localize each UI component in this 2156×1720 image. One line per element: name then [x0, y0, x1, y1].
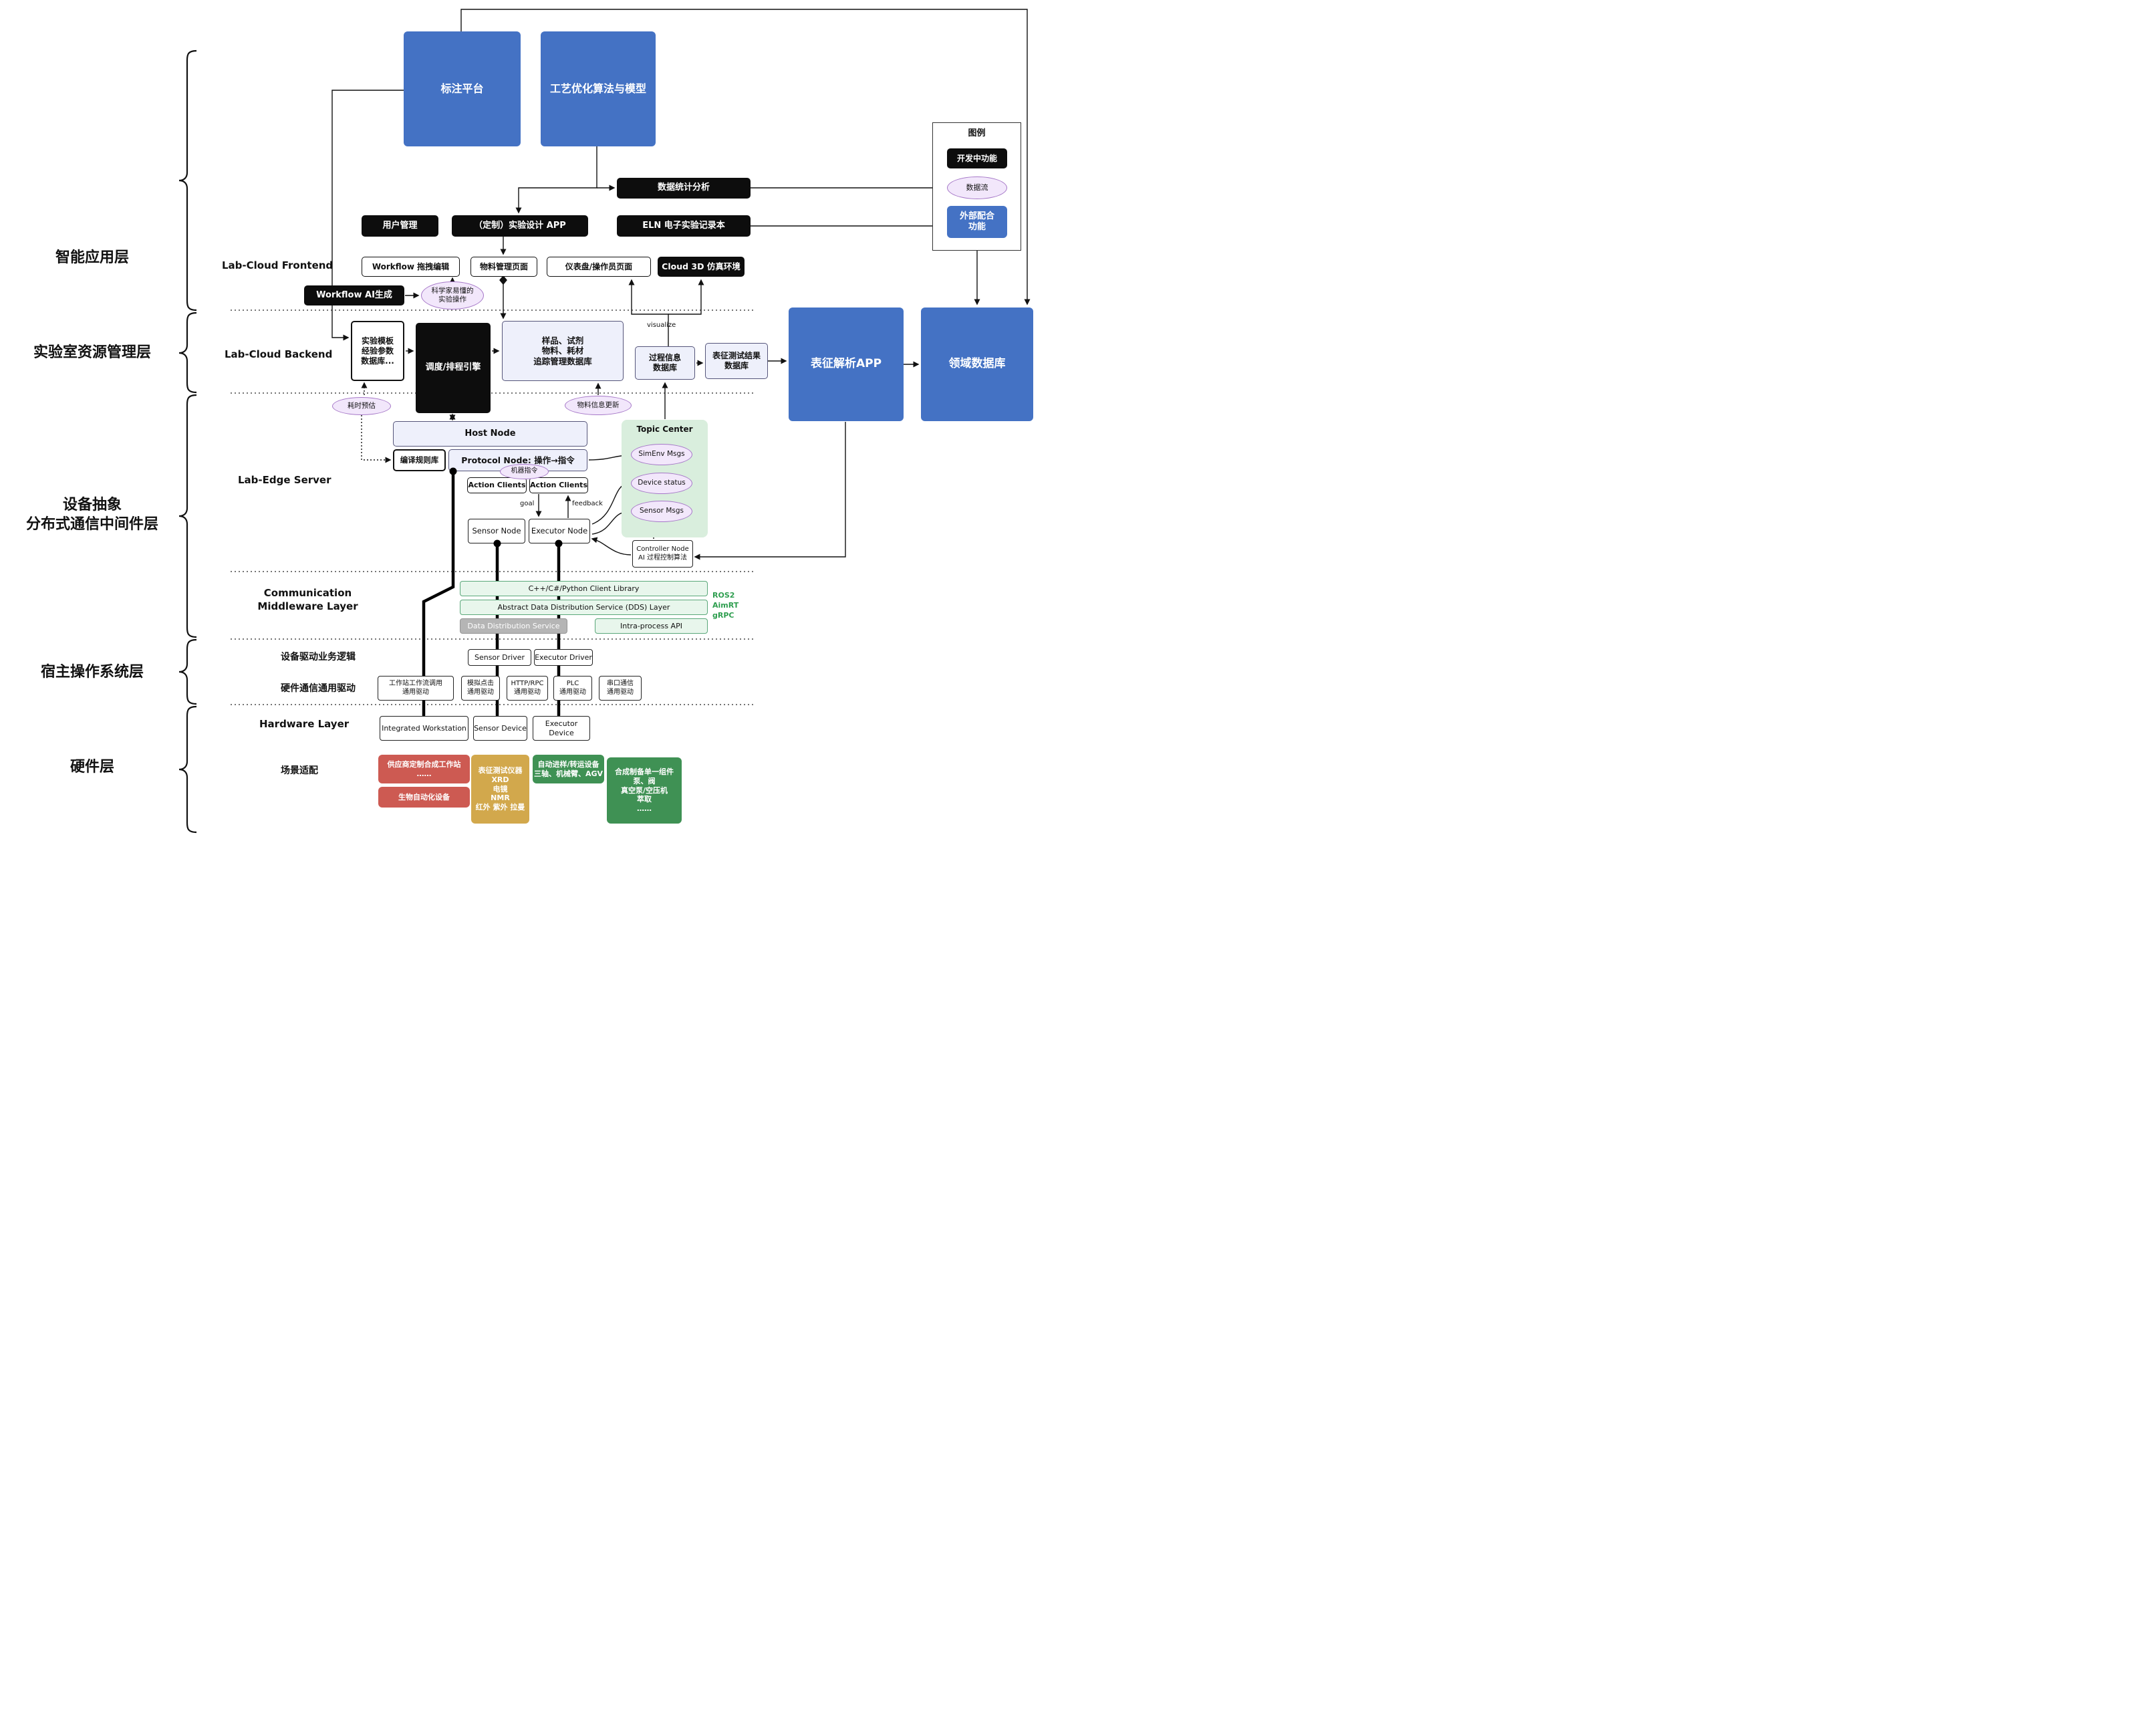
node-process-info-db: 过程信息 数据库 [635, 346, 695, 380]
node-executor-driver: Executor Driver [534, 649, 593, 666]
label-hardware-layer: Hardware Layer [259, 718, 350, 730]
node-integrated-ws: Integrated Workstation [380, 716, 468, 741]
node-sensor-device: Sensor Device [473, 716, 527, 741]
label-feedback: feedback [572, 500, 603, 507]
legend-in-development: 开发中功能 [947, 148, 1007, 168]
node-dds-service: Data Distribution Service [460, 618, 567, 634]
node-serial-driver: 串口通信 通用驱动 [599, 676, 642, 701]
layer-label-lab-resource: 实验室资源管理层 [33, 344, 151, 361]
node-sample-db: 样品、试剂 物料、耗材 追踪管理数据库 [502, 321, 624, 381]
arrow-controller-to-executor [591, 537, 632, 556]
node-executor-node: Executor Node [529, 519, 590, 543]
node-http-driver: HTTP/RPC 通用驱动 [507, 676, 548, 701]
node-compile-rules: 编译规则库 [393, 449, 446, 471]
node-sensor-msgs: Sensor Msgs [631, 501, 692, 522]
node-machine-cmd: 机器指令 [500, 464, 549, 479]
node-host-node: Host Node [393, 421, 587, 447]
brace-hardware [178, 705, 197, 834]
dotted-timeest-to-rules [361, 415, 392, 463]
node-simenv-msgs: SimEnv Msgs [631, 444, 692, 465]
node-dashboard-page: 仪表盘/操作员页面 [547, 257, 651, 277]
node-eln: ELN 电子实验记录本 [617, 215, 751, 237]
arrow-processdb-to-cloud3d [668, 279, 704, 315]
node-client-library: C++/C#/Python Client Library [460, 581, 708, 596]
label-lab-cloud-backend: Lab-Cloud Backend [225, 348, 333, 360]
label-hw-comm-driver: 硬件通信通用驱动 [281, 683, 356, 694]
node-user-mgmt: 用户管理 [362, 215, 438, 237]
label-driver-logic: 设备驱动业务逻辑 [281, 652, 356, 662]
node-material-page: 物料管理页面 [470, 257, 537, 277]
node-annotation-platform: 标注平台 [404, 31, 521, 146]
node-sensor-driver: Sensor Driver [468, 649, 531, 666]
node-workflow-drag: Workflow 拖拽编辑 [362, 257, 460, 277]
node-controller-node: Controller Node AI 过程控制算法 [632, 540, 693, 568]
brace-intelligent-app [178, 49, 197, 312]
node-domain-db: 领域数据库 [921, 308, 1033, 421]
node-sensor-node: Sensor Node [468, 519, 525, 543]
brace-device-abstraction [178, 394, 197, 638]
brace-host-os [178, 638, 197, 705]
node-vendor-ws: 供应商定制合成工作站 …… [378, 755, 470, 783]
label-lab-edge-server: Lab-Edge Server [238, 474, 331, 486]
node-executor-device: Executor Device [533, 716, 590, 741]
node-action-clients-left: Action Clients [467, 477, 527, 493]
node-device-status: Device status [631, 473, 692, 494]
node-exp-template-db: 实验模板 经验参数 数据库... [351, 321, 404, 381]
node-process-optimization: 工艺优化算法与模型 [541, 31, 656, 146]
node-char-app: 表征解析APP [789, 308, 904, 421]
label-comm-middleware: Communication Middleware Layer [257, 587, 358, 612]
node-custom-exp-app: （定制）实验设计 APP [452, 215, 588, 237]
node-intra-process: Intra-process API [595, 618, 708, 634]
layer-label-intelligent-app: 智能应用层 [55, 249, 129, 266]
layer-label-host-os: 宿主操作系统层 [40, 664, 144, 681]
node-ws-flow-driver: 工作站工作流调用 通用驱动 [378, 676, 454, 701]
node-action-clients-right: Action Clients [529, 477, 588, 493]
label-scene-adapt: 场景适配 [281, 765, 318, 776]
arrow-charapp-to-controller [694, 422, 846, 560]
arrow-processopt-to-customapp [515, 146, 597, 214]
label-visualize: visualize [647, 322, 676, 329]
node-scheduler: 调度/排程引擎 [416, 323, 491, 413]
node-char-result-db: 表征测试结果 数据库 [705, 343, 768, 379]
legend-title: 图例 [968, 128, 986, 138]
architecture-diagram: 智能应用层 实验室资源管理层 设备抽象 分布式通信中间件层 宿主操作系统层 硬件… [0, 0, 1036, 839]
node-transfer-equipment: 自动进样/转运设备 三轴、机械臂、AGV [533, 755, 604, 783]
diamond-materialpage [499, 275, 507, 285]
node-topic-center-title: Topic Center [636, 424, 693, 434]
brace-lab-resource [178, 312, 197, 394]
node-workflow-ai: Workflow AI生成 [304, 285, 404, 305]
node-bio-auto: 生物自动化设备 [378, 787, 470, 808]
node-dds-abstract: Abstract Data Distribution Service (DDS)… [460, 600, 708, 615]
label-ros-stack: ROS2 AimRT gRPC [712, 591, 739, 620]
legend-external: 外部配合 功能 [947, 206, 1007, 238]
layer-label-hardware: 硬件层 [70, 759, 114, 775]
node-sim-click-driver: 模拟点击 通用驱动 [461, 676, 500, 701]
node-time-estimate: 耗时预估 [332, 397, 391, 415]
arrow-processdb-to-dashboard [628, 279, 669, 346]
label-lab-cloud-frontend: Lab-Cloud Frontend [222, 259, 333, 271]
node-material-update: 物料信息更新 [565, 396, 632, 415]
node-data-stats: 数据统计分析 [617, 178, 751, 199]
legend-dataflow: 数据流 [947, 176, 1007, 199]
node-sci-friendly-ops: 科学家易懂的 实验操作 [421, 281, 484, 310]
label-goal: goal [520, 500, 535, 507]
node-synthesis-components: 合成制备单一组件 泵、阀 真空泵/空压机 萃取 …… [607, 757, 682, 824]
node-cloud-3d: Cloud 3D 仿真环境 [658, 257, 745, 277]
node-char-instruments: 表征测试仪器 XRD 电镜 NMR 红外 紫外 拉曼 [471, 755, 529, 824]
layer-label-device-abstraction: 设备抽象 分布式通信中间件层 [25, 497, 158, 533]
node-plc-driver: PLC 通用驱动 [553, 676, 592, 701]
